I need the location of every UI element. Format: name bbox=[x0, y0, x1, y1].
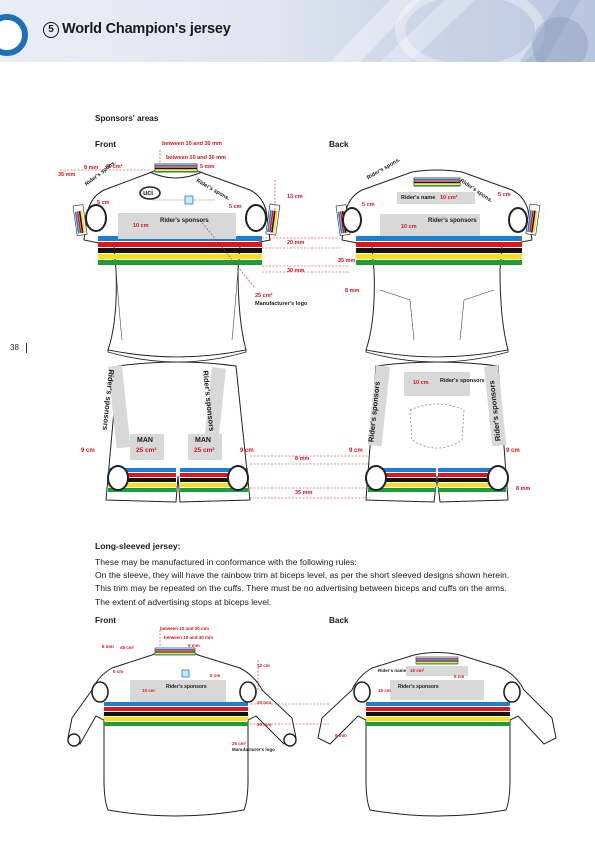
back-annotation-8mm: 8 mm bbox=[345, 288, 360, 294]
long-back-label: Back bbox=[329, 616, 349, 625]
long-sleeved-heading: Long-sleeved jersey: bbox=[95, 541, 181, 551]
long-between-b: between 10 and 30 mm bbox=[164, 635, 214, 640]
long-10cm: 10 cm bbox=[142, 688, 155, 693]
back-riders-name: Rider's name bbox=[401, 195, 436, 201]
back-jersey bbox=[335, 169, 541, 363]
manufacturer-logo-label: Manufacturer's logo bbox=[255, 301, 308, 307]
annotation-30mm: 30 mm bbox=[287, 268, 305, 274]
annotation-8mm: 8 mm bbox=[84, 165, 99, 171]
annotation-5cm-right: 5 cm bbox=[229, 204, 242, 210]
back-label: Back bbox=[329, 140, 349, 149]
rules-line-3: This trim may be repeated on the cuffs. … bbox=[95, 583, 507, 594]
annotation-between-a: between 10 and 30 mm bbox=[162, 141, 222, 147]
long-back-8mm: 8 mm bbox=[335, 733, 347, 738]
back-annotation-35mm: 35 mm bbox=[338, 258, 356, 264]
section-number: 5 bbox=[43, 22, 59, 38]
page-number-divider bbox=[26, 343, 27, 353]
rules-line-2: On the sleeve, they will have the rainbo… bbox=[95, 570, 510, 581]
front-shorts-25cm2-left: 25 cm² bbox=[136, 447, 157, 454]
long-5cm-left: 5 cm bbox=[113, 669, 124, 674]
front-shorts-9cm-left: 9 cm bbox=[81, 448, 95, 454]
front-uci-logo: uci bbox=[143, 190, 154, 197]
long-45cm2: 45 cm² bbox=[120, 645, 135, 650]
page-number: 38 bbox=[10, 343, 19, 352]
front-shorts bbox=[105, 361, 251, 503]
long-13cm: 13 cm bbox=[257, 663, 270, 668]
annotation-5mm: 5 mm bbox=[200, 164, 215, 170]
back-shorts-9cm-right: 9 cm bbox=[506, 448, 520, 454]
rules-line-4: The extent of advertising stops at bicep… bbox=[95, 596, 272, 607]
long-8mm: 8 mm bbox=[102, 644, 114, 649]
shorts-35mm: 35 mm bbox=[295, 490, 313, 496]
back-shorts-9cm-left: 9 cm bbox=[349, 448, 363, 454]
header-decoration bbox=[330, 0, 588, 62]
long-front-riders-sponsors: Rider's sponsors bbox=[166, 684, 207, 690]
long-back-jersey bbox=[317, 652, 557, 817]
long-sleeved-rules: These may be manufactured in conformance… bbox=[95, 556, 509, 609]
annotation-45cm2: 45 cm² bbox=[105, 164, 123, 170]
long-back-10cm2: 10 cm² bbox=[410, 668, 425, 673]
long-front-jersey bbox=[67, 647, 297, 817]
front-jersey bbox=[72, 163, 281, 363]
long-manufacturer-logo: Manufacturer's logo bbox=[232, 747, 275, 752]
long-between-a: between 10 and 30 mm bbox=[160, 626, 210, 631]
front-shorts-9cm-right: 9 cm bbox=[240, 448, 254, 454]
annotation-35mm: 35 mm bbox=[58, 172, 76, 178]
long-back-10cm: 10 cm bbox=[378, 688, 391, 693]
annotation-13cm: 13 cm bbox=[287, 194, 303, 200]
rules-line-1: These may be manufactured in conformance… bbox=[95, 557, 357, 567]
back-shorts-riders-sponsors: Rider's sponsors bbox=[440, 378, 485, 384]
page-title: World Champion's jersey bbox=[62, 21, 231, 37]
back-shorts bbox=[365, 361, 509, 503]
back-annotation-10cm2: 10 cm² bbox=[440, 195, 458, 201]
annotation-between-b: between 10 and 30 mm bbox=[166, 155, 226, 161]
front-label: Front bbox=[95, 140, 116, 149]
back-shorts-8mm: 8 mm bbox=[516, 486, 531, 492]
long-30mm: 30 mm bbox=[257, 722, 272, 727]
long-5cm-right: 5 cm bbox=[210, 673, 221, 678]
front-shorts-25cm2-right: 25 cm² bbox=[194, 447, 215, 454]
shorts-8mm: 8 mm bbox=[295, 456, 310, 462]
annotation-20mm: 20 mm bbox=[287, 240, 305, 246]
front-riders-sponsors: Rider's sponsors bbox=[160, 218, 209, 224]
back-annotation-5cm-left: 5 cm bbox=[362, 202, 375, 208]
long-dimension-lines bbox=[159, 630, 330, 725]
sponsors-areas-heading: Sponsors' areas bbox=[95, 114, 159, 123]
front-shorts-man-right: MAN bbox=[195, 437, 211, 444]
long-20mm: 20 mm bbox=[257, 700, 272, 705]
long-front-label: Front bbox=[95, 616, 116, 625]
annotation-25cm2: 25 cm² bbox=[255, 293, 273, 299]
annotation-5cm-left: 5 cm bbox=[97, 200, 110, 206]
long-5mm: 5 mm bbox=[188, 643, 200, 648]
long-back-riders-sponsors: Rider's sponsors bbox=[398, 684, 439, 690]
front-shorts-man-left: MAN bbox=[137, 437, 153, 444]
page-header: 5 World Champion's jersey bbox=[0, 0, 595, 62]
long-back-5cm-right: 5 cm bbox=[454, 674, 465, 679]
back-annotation-5cm-right: 5 cm bbox=[498, 192, 511, 198]
annotation-10cm: 10 cm bbox=[133, 223, 149, 229]
long-back-riders-name: Rider's name bbox=[378, 668, 407, 673]
back-annotation-10cm: 10 cm bbox=[401, 224, 417, 230]
dimension-lines bbox=[60, 150, 370, 499]
back-riders-sponsors: Rider's sponsors bbox=[428, 218, 477, 224]
back-shorts-10cm: 10 cm bbox=[413, 380, 429, 386]
long-25cm2: 25 cm² bbox=[232, 741, 247, 746]
